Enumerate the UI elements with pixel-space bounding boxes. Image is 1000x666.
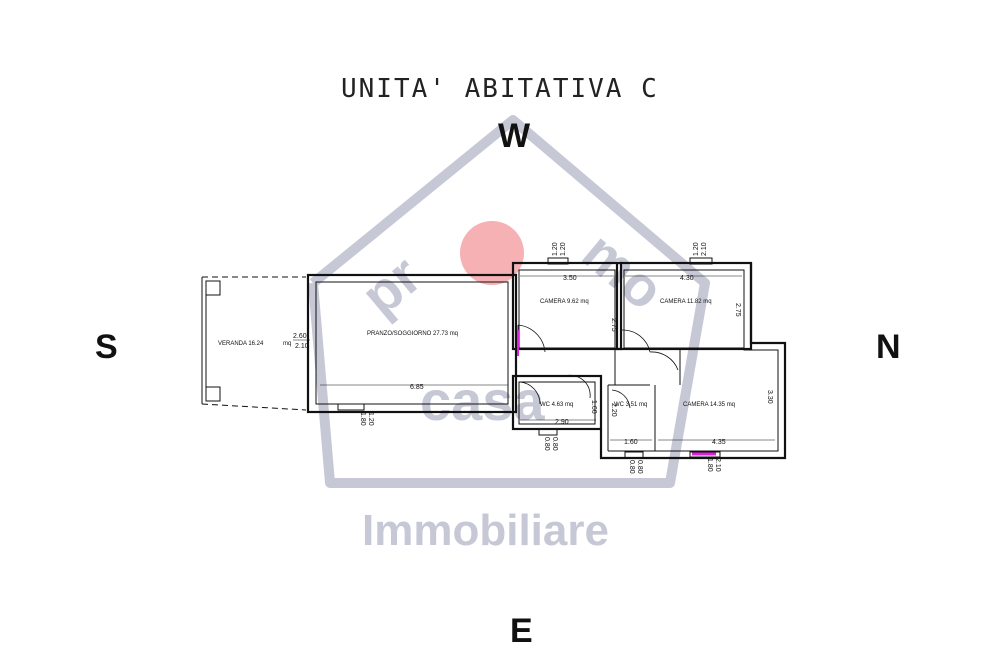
dim-wc1-290: 2.90 — [555, 419, 569, 426]
win-label-080b: 0.80 — [551, 437, 558, 451]
win-label-210b: 2.10 — [701, 242, 708, 256]
room-pranzo: PRANZO/SOGGIORNO 27.73 mq — [367, 331, 458, 337]
room-wc-1: WC 4.63 mq — [540, 402, 573, 408]
win-label-080c: 0.80 — [628, 460, 635, 474]
room-camera-3: CAMERA 14.35 mq — [683, 402, 735, 408]
room-wc-2: WC 3.51 mq — [614, 402, 647, 408]
dim-camera2-430: 4.30 — [680, 275, 694, 282]
win-label-210c: 2.10 — [714, 458, 721, 472]
watermark-word-mo: mo — [571, 220, 676, 322]
dim-camera3-435: 4.35 — [712, 439, 726, 446]
watermark-word-pr: pr — [349, 243, 432, 327]
room-veranda: VERANDA 16.24 — [218, 341, 264, 347]
windows — [337, 257, 721, 459]
dim-camera1-275: 2.75 — [610, 318, 617, 332]
win-label-120d: 1.20 — [367, 412, 374, 426]
dim-pranzo-685: 6.85 — [410, 384, 424, 391]
dimensions: 2.60 2.10 6.85 3.50 4.30 2.75 2.75 2.90 … — [293, 242, 775, 474]
veranda — [201, 276, 307, 411]
win-label-080d: 0.80 — [636, 460, 643, 474]
watermark: pr mo casa Immobiliare — [308, 115, 710, 555]
win-label-120c: 1.20 — [693, 242, 700, 256]
win-label-080a: 0.80 — [543, 437, 550, 451]
dim-camera3-330: 3.30 — [766, 390, 773, 404]
dim-veranda-260: 2.60 — [293, 333, 307, 340]
room-camera-2: CAMERA 11.82 mq — [660, 299, 712, 305]
walls — [306, 261, 787, 460]
dim-wc2-220: 2.20 — [610, 403, 617, 417]
room-veranda-unit: mq — [283, 341, 291, 347]
watermark-word-casa: casa — [420, 369, 545, 432]
win-label-180a: 1.80 — [359, 412, 366, 426]
win-label-120b: 1.20 — [560, 242, 567, 256]
room-labels: VERANDA 16.24 mq PRANZO/SOGGIORNO 27.73 … — [218, 299, 735, 408]
watermark-house-outline — [308, 115, 710, 488]
dim-wc1-160: 1.60 — [590, 400, 597, 414]
compass-north: N — [876, 328, 901, 366]
watermark-dot — [460, 221, 524, 285]
room-camera-1: CAMERA 9.62 mq — [540, 299, 589, 305]
win-label-180b: 1.80 — [706, 458, 713, 472]
compass-west: W — [498, 117, 531, 155]
compass-south: S — [95, 328, 118, 366]
dim-veranda-210: 2.10 — [295, 343, 309, 350]
plan-title: UNITA' ABITATIVA C — [341, 74, 659, 104]
compass-east: E — [510, 612, 533, 650]
dim-camera1-350: 3.50 — [563, 275, 577, 282]
doors — [517, 324, 679, 409]
dim-wc2-160: 1.60 — [624, 439, 638, 446]
win-label-120a: 1.20 — [552, 242, 559, 256]
watermark-brand: Immobiliare — [362, 506, 609, 555]
dim-camera2-275: 2.75 — [734, 303, 741, 317]
